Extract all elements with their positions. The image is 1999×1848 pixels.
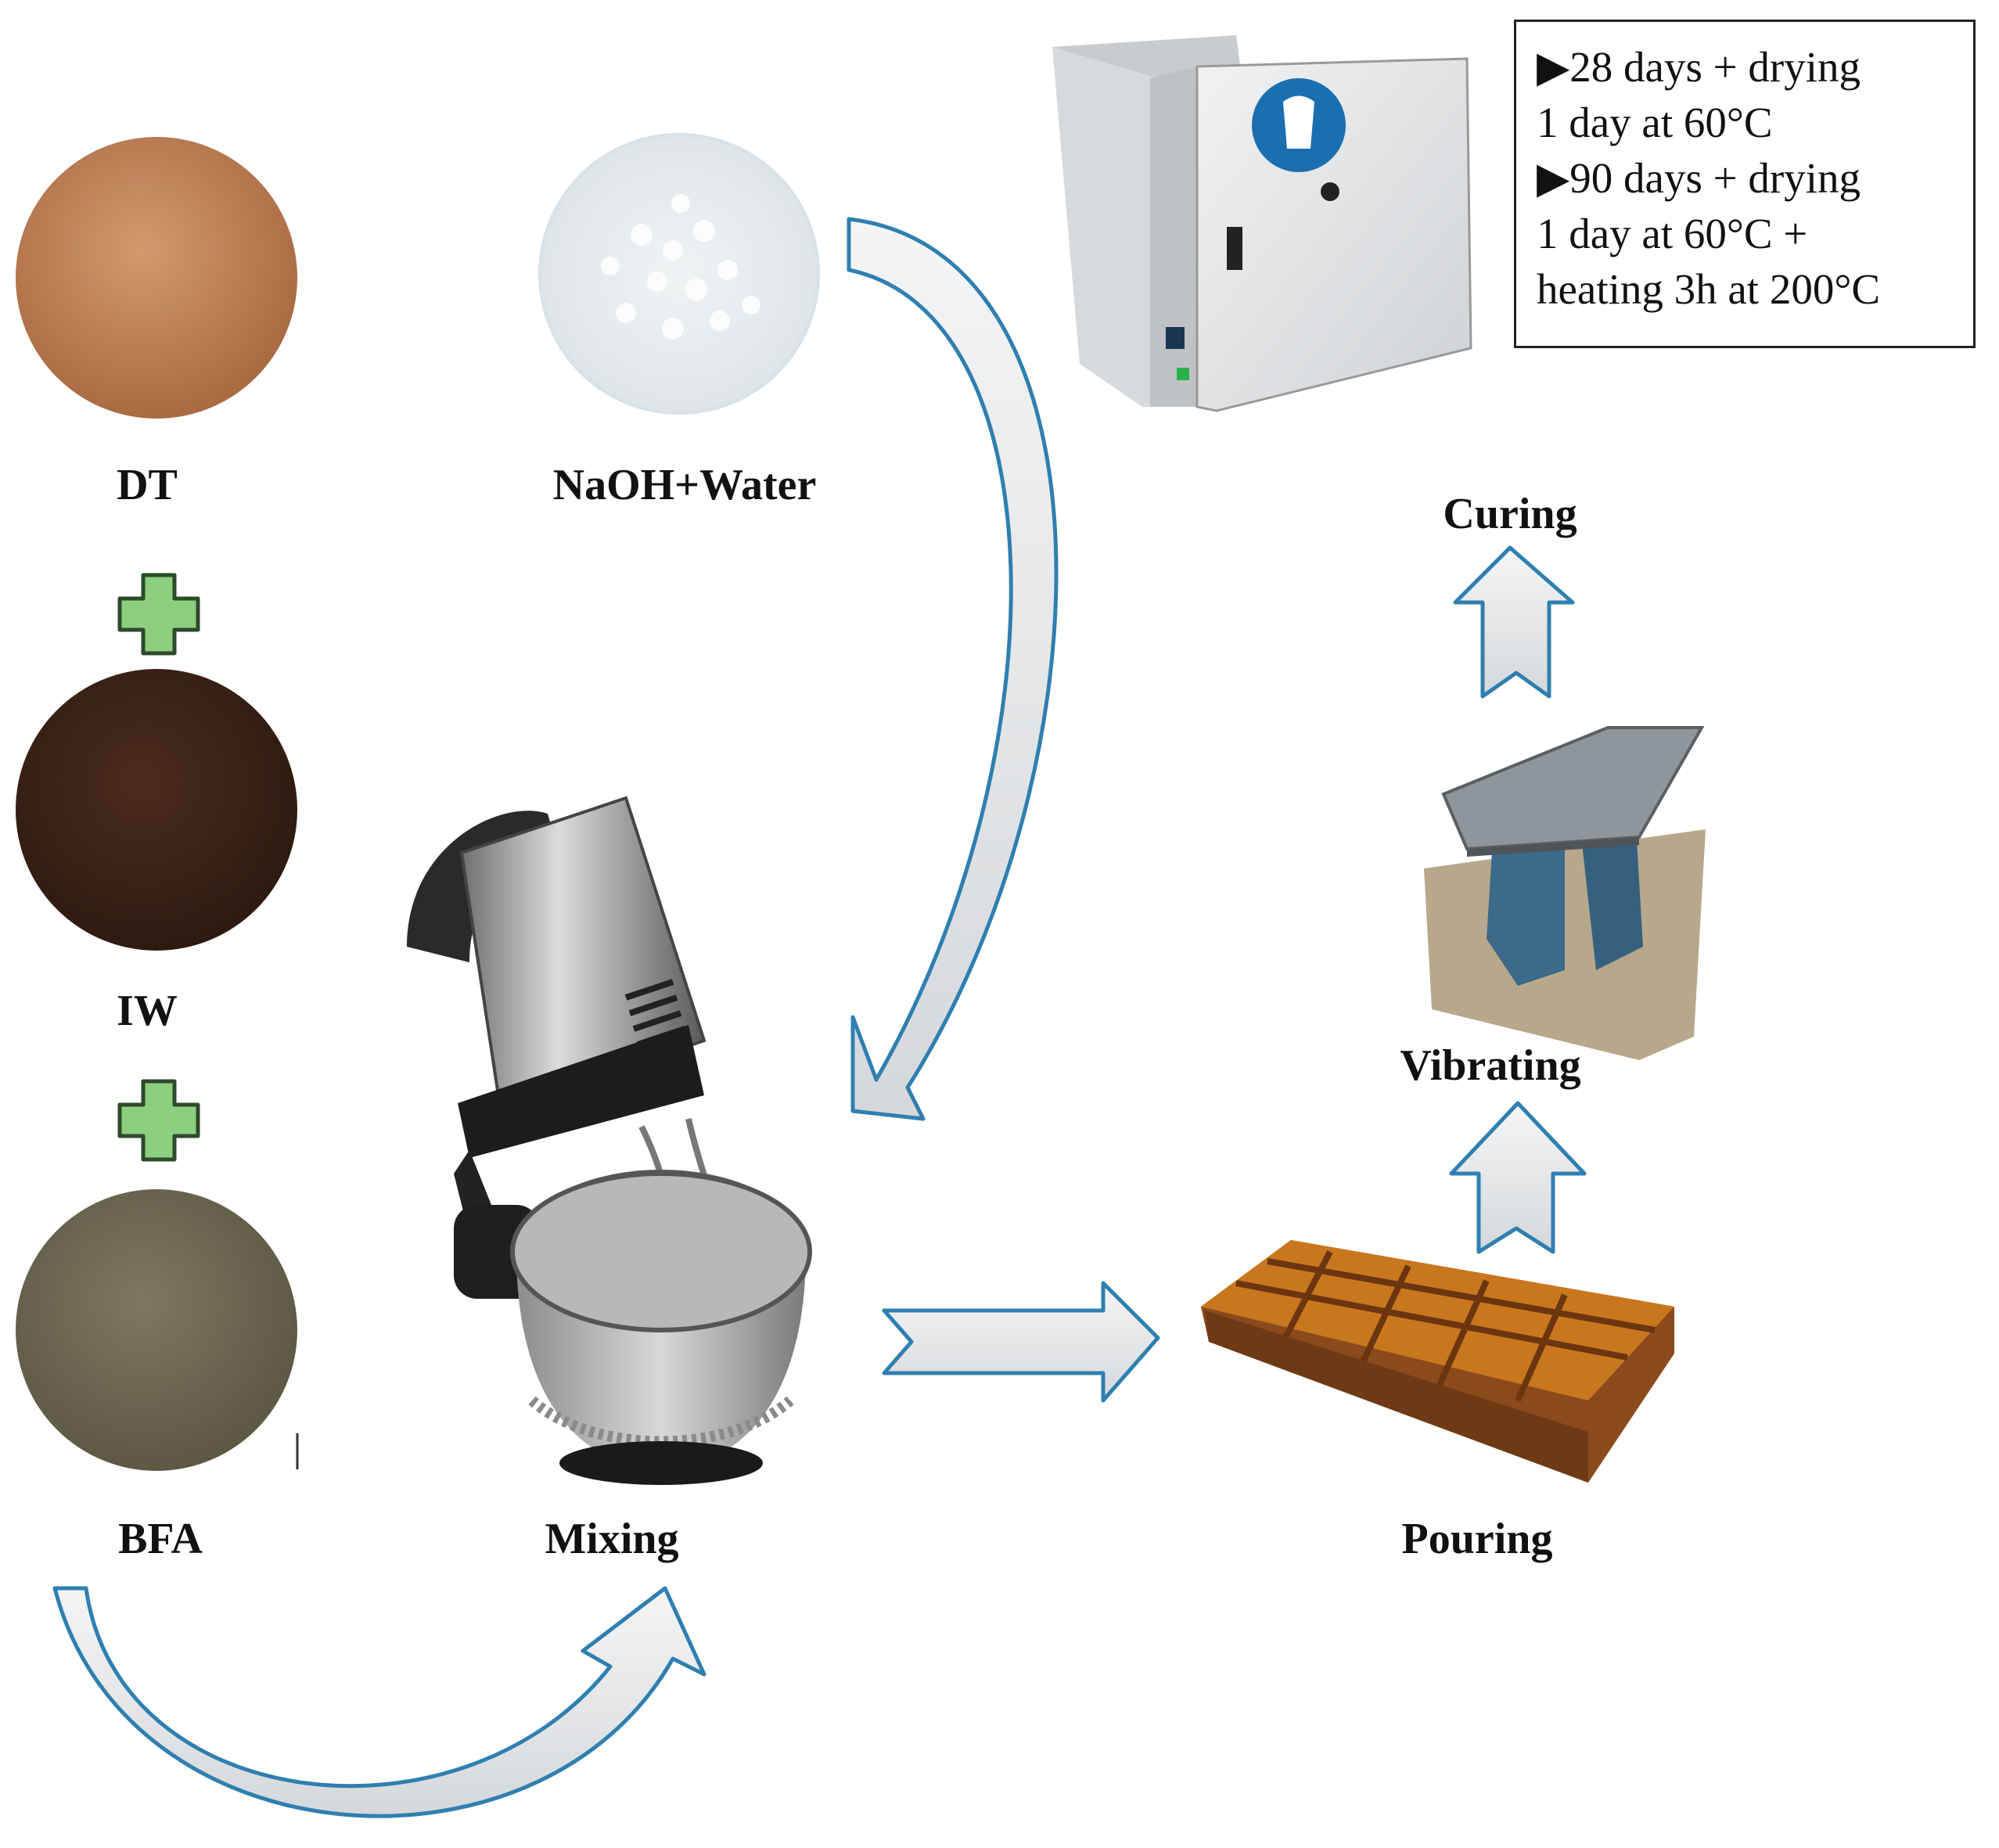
mixer-image <box>407 796 812 1485</box>
vibrating-table-image <box>1424 726 1706 1060</box>
curing-note-line-2: 1 day at 60°C <box>1537 99 1773 146</box>
arrow-icon <box>1449 1101 1587 1254</box>
curing-note-line-3: ▶90 days + drying <box>1537 154 1861 202</box>
naoh-pellets-image <box>538 133 820 415</box>
arrow-icon <box>52 1586 706 1818</box>
arrow-icon <box>882 1281 1160 1403</box>
bfa-label: BFA <box>118 1515 203 1563</box>
iw-label: IW <box>117 987 178 1035</box>
arrow-icon <box>847 217 1059 1121</box>
curing-note-line-4: 1 day at 60°C + <box>1537 210 1808 257</box>
vibrating-label: Vibrating <box>1400 1041 1580 1090</box>
iw-powder-image <box>16 669 297 951</box>
mixing-label: Mixing <box>545 1515 678 1563</box>
pouring-label: Pouring <box>1402 1515 1553 1563</box>
curing-note-line-5: heating 3h at 200°C <box>1537 265 1881 313</box>
naoh-water-label: NaOH+Water <box>553 461 817 509</box>
dt-label: DT <box>117 461 178 509</box>
mould-image <box>1201 1240 1674 1483</box>
plus-icon <box>117 573 200 656</box>
curing-note-line-1: ▶28 days + drying <box>1537 43 1861 91</box>
plus-icon <box>117 1079 200 1162</box>
curing-conditions-box: ▶28 days + drying 1 day at 60°C ▶90 days… <box>1514 20 1976 348</box>
arrow-icon <box>1453 545 1575 699</box>
dt-powder-image <box>16 137 297 419</box>
oven-image <box>1052 35 1472 412</box>
curing-label: Curing <box>1443 490 1577 538</box>
bfa-powder-image <box>16 1189 297 1471</box>
